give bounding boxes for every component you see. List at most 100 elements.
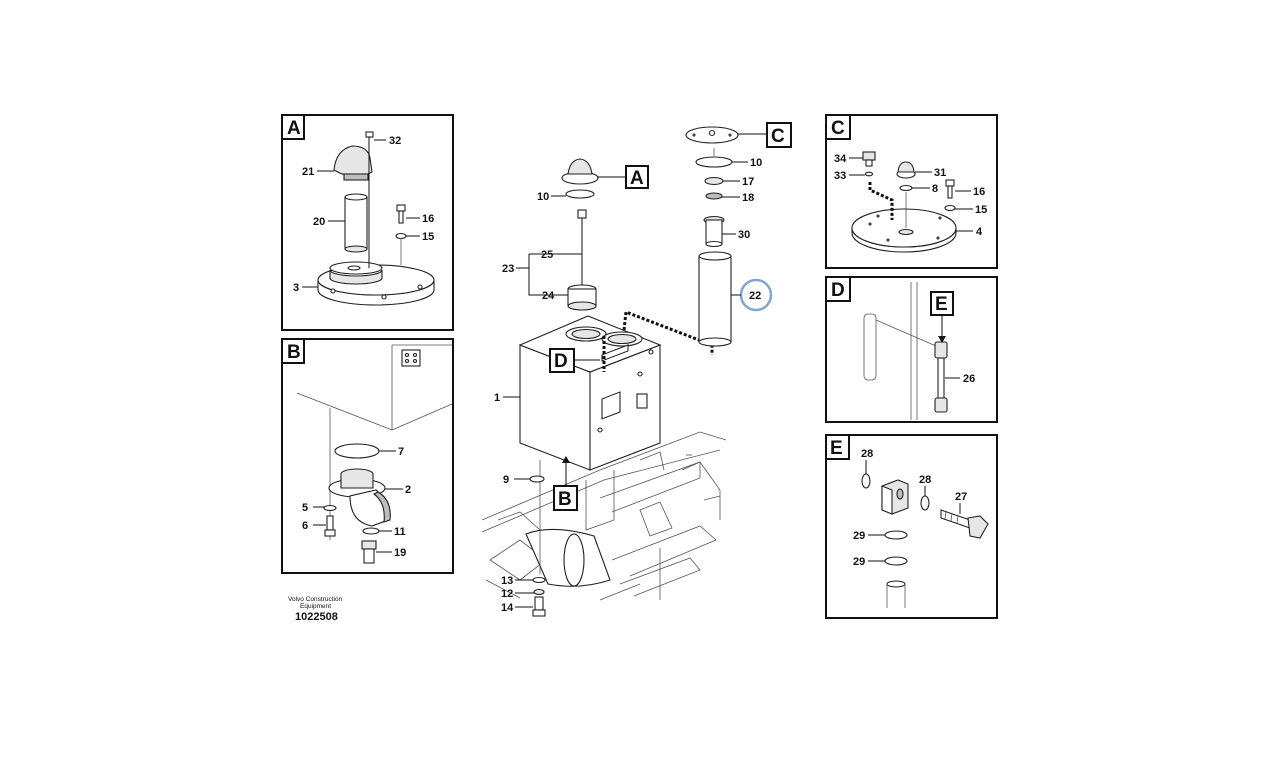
o-ring-29-b (884, 556, 908, 566)
fitting-19 (361, 540, 377, 564)
label-6: 6 (302, 520, 308, 532)
base-plate-3 (317, 261, 435, 306)
pipe-e (886, 580, 906, 608)
brand-line-1: Volvo Construction (288, 596, 343, 603)
label-9: 9 (503, 474, 509, 486)
callout-c: C (738, 122, 792, 148)
panel-e-letter: E (830, 438, 843, 459)
bracket-d (863, 282, 937, 420)
svg-text:E: E (935, 294, 948, 315)
label-31: 31 (934, 167, 946, 179)
svg-text:C: C (771, 126, 785, 147)
panel-b-letter: B (287, 342, 301, 363)
filler-cap-top (561, 158, 599, 199)
label-28-b: 28 (919, 474, 931, 486)
panel-a-letter-box (281, 114, 305, 140)
label-14: 14 (501, 602, 514, 614)
label-10-b: 10 (750, 157, 762, 169)
o-ring-28-b (920, 495, 930, 511)
label-4: 4 (976, 226, 983, 238)
bolt-6 (323, 504, 337, 537)
label-18: 18 (742, 192, 754, 204)
o-ring-11 (362, 527, 380, 535)
label-20: 20 (313, 216, 325, 228)
label-19: 19 (394, 547, 406, 559)
label-13: 13 (501, 575, 513, 587)
tube-20 (344, 193, 368, 253)
label-34: 34 (834, 153, 847, 165)
footer: Volvo Construction Equipment 1022508 (288, 596, 343, 623)
dashed-link-22 (622, 309, 714, 355)
label-26: 26 (963, 373, 975, 385)
callout-a: A (597, 165, 649, 189)
main-assembly: A C D B (481, 122, 792, 617)
label-1: 1 (494, 392, 500, 404)
doc-number: 1022508 (295, 611, 338, 623)
level-gauge-26 (934, 341, 948, 413)
panel-a: A (281, 114, 454, 331)
hydraulic-tank-1 (518, 315, 662, 471)
label-3: 3 (293, 282, 299, 294)
label-28-a: 28 (861, 448, 873, 460)
label-22: 22 (749, 290, 761, 302)
tank-corner (296, 344, 453, 540)
label-23: 23 (502, 263, 514, 275)
label-25: 25 (541, 249, 553, 261)
banjo-bolt-27 (940, 509, 989, 539)
label-5: 5 (302, 502, 308, 514)
panel-d-letter-box (825, 276, 851, 302)
label-15-c: 15 (975, 204, 987, 216)
callout-d: D (549, 348, 600, 373)
panel-d: D E 26 (825, 276, 998, 423)
label-17: 17 (742, 176, 754, 188)
cap-31 (896, 161, 916, 228)
cover-plate-4 (851, 208, 957, 253)
cap-21 (333, 145, 373, 181)
svg-text:A: A (630, 168, 644, 189)
label-12: 12 (501, 588, 513, 600)
label-11: 11 (394, 526, 406, 538)
label-24: 24 (542, 290, 555, 302)
flange-2 (328, 468, 391, 527)
label-10-a: 10 (537, 191, 549, 203)
label-2: 2 (405, 484, 411, 496)
panel-e: E 28 28 27 29 29 (825, 434, 998, 619)
panel-d-frame (825, 276, 998, 423)
o-ring-7 (334, 443, 380, 459)
label-32: 32 (389, 135, 401, 147)
callout-b: B (553, 456, 578, 511)
panel-b-letter-box (281, 338, 305, 364)
filter-assembly (685, 126, 739, 347)
label-29-a: 29 (853, 530, 865, 542)
o-ring-28-a (861, 473, 871, 489)
label-15: 15 (422, 231, 434, 243)
machine-frame (481, 431, 727, 601)
panel-c-letter-box (825, 114, 851, 140)
panel-c: C (825, 114, 998, 269)
plug-34 (862, 151, 876, 177)
label-30: 30 (738, 229, 750, 241)
breather-24 (567, 209, 597, 311)
label-27: 27 (955, 491, 967, 503)
panel-d-letter: D (831, 280, 845, 301)
brand-line-2: Equipment (300, 603, 331, 610)
label-16: 16 (422, 213, 434, 225)
label-8: 8 (932, 183, 938, 195)
label-21: 21 (302, 166, 314, 178)
bolt-16 (395, 204, 407, 265)
dashed-link-c (868, 182, 894, 220)
label-7: 7 (398, 446, 404, 458)
bolt-16-c (944, 179, 956, 212)
panel-b: B (281, 338, 454, 574)
label-29-b: 29 (853, 556, 865, 568)
block-e (881, 479, 909, 515)
o-ring-29-a (884, 530, 908, 540)
callout-e-in-d: E (930, 291, 954, 343)
svg-text:B: B (558, 489, 572, 510)
panel-c-letter: C (831, 118, 845, 139)
washer-9 (529, 475, 545, 483)
svg-text:D: D (554, 351, 568, 372)
panel-e-letter-box (825, 434, 850, 460)
label-16-c: 16 (973, 186, 985, 198)
